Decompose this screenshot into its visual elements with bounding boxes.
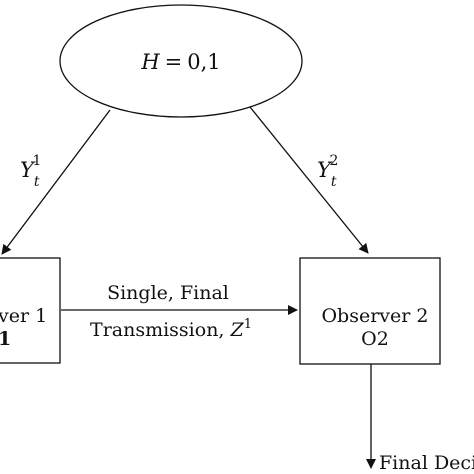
edge-left-label: Yt1 [20,153,41,190]
transmission-line2: Transmission,Z1 [90,317,252,341]
edge-right-arrow [249,106,369,254]
hypothesis-node [59,4,303,118]
observer1-id: 1 [0,328,11,350]
observer2-box [299,257,441,365]
hypothesis-value: 0,1 [187,50,220,74]
observer2-title: Observer 2 [321,305,428,327]
hypothesis-label: H=0,1 [140,50,220,74]
edge-right-label: Yt2 [317,153,338,190]
observer2-id: O2 [361,328,389,350]
observer1-box [0,257,61,364]
observer1-title: ver 1 [0,305,47,327]
transmission-line1: Single, Final [107,282,229,304]
edge-left-arrow [1,109,111,255]
output-label: Final Deci [379,452,474,474]
hypothesis-variable: H [140,50,160,74]
